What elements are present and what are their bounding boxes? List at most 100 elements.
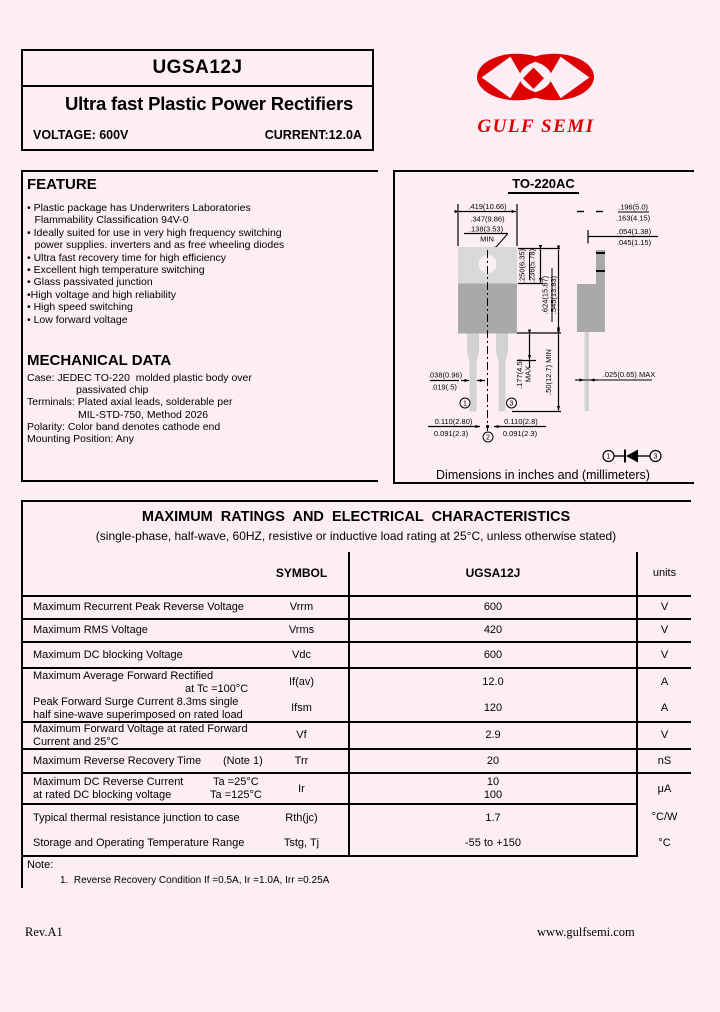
package-caption: Dimensions in inches and (millimeters) <box>436 468 650 482</box>
param: Typical thermal resistance junction to c… <box>33 811 240 824</box>
condition: Ta =25°C <box>213 776 259 789</box>
param: Maximum Forward Voltage at rated Forward… <box>21 722 255 751</box>
col-header-units: units <box>637 552 691 597</box>
unit: V <box>637 722 691 751</box>
product-family: Ultra fast Plastic Power Rectifiers <box>64 93 354 114</box>
dim-hole-dia: .138(3.53) <box>469 225 504 234</box>
mechanical-line: Terminals: Plated axial leads, solderabl… <box>27 396 233 409</box>
dim-pitch-left-max: 0.110(2.80) <box>435 417 473 426</box>
symbol: Vdc <box>255 642 349 669</box>
table-row: Maximum Forward Voltage at rated Forward… <box>21 722 691 751</box>
mechanical-line: Mounting Position: Any <box>27 433 134 446</box>
ratings-title: MAXIMUM RATINGS AND ELECTRICAL CHARACTER… <box>141 509 571 525</box>
unit: nS <box>637 749 691 775</box>
col-header-symbol: SYMBOL <box>255 552 349 597</box>
unit: μA <box>657 783 672 796</box>
dim-tab-thickness-max: .054(1.38) <box>617 227 652 236</box>
pin-1-label: 1 <box>463 401 467 408</box>
ratings-box-left-border <box>21 500 23 888</box>
mechanical-line: passivated chip <box>76 384 149 397</box>
note-label: Note: <box>27 859 54 871</box>
feature-box <box>21 170 378 482</box>
symbol: Vrms <box>255 619 349 643</box>
feature-line: power supplies. inverters and as free wh… <box>34 239 285 252</box>
package-drawing: .419(10.66) .347(9.86) .138(3.53) MIN .2… <box>428 202 662 463</box>
table-row: Storage and Operating Temperature Range … <box>21 830 691 858</box>
value: 120 <box>348 696 638 724</box>
table-row: Typical thermal resistance junction to c… <box>21 804 691 831</box>
dim-hole-qual: MIN <box>480 235 494 244</box>
dim-overall-max: .624(15.87) <box>541 275 550 314</box>
package-title: TO-220AC <box>393 175 694 194</box>
logo-wordmark: GULF SEMI <box>477 116 595 137</box>
dim-pitch-right-max: 0.110(2.8) <box>504 417 538 426</box>
dim-pitch-left-min: 0.091(2.3) <box>434 429 469 438</box>
condition: Ta =125°C <box>210 788 262 801</box>
unit: V <box>637 596 691 620</box>
table-row: Maximum DC blocking Voltage Vdc 600 V <box>21 642 691 669</box>
param: Maximum RMS Voltage <box>21 619 255 643</box>
symbol: Trr <box>255 749 349 775</box>
feature-heading: FEATURE <box>27 176 97 193</box>
gulf-semi-logo-icon <box>477 53 594 101</box>
symbol: If(av) <box>288 676 315 689</box>
param: Maximum Average Forward Rectified at Tc … <box>33 669 249 695</box>
feature-line: • High speed switching <box>27 301 133 314</box>
symbol: Tstg, Tj <box>255 830 349 858</box>
mechanical-list: Case: JEDEC TO-220 molded plastic body o… <box>27 372 252 445</box>
table-row: Maximum Recurrent Peak Reverse Voltage V… <box>21 596 691 620</box>
unit: °C/W <box>651 811 678 824</box>
dim-pitch-right-min: 0.091(2.3) <box>503 429 538 438</box>
unit: A <box>637 696 691 724</box>
dim-lead-width-max: .038(0.96) <box>428 371 463 380</box>
ratings-box-top-border <box>21 500 691 502</box>
dim-thickness-min: .163(4.15) <box>616 214 651 223</box>
symbol: Ifsm <box>255 696 349 724</box>
dim-tab-thickness-min: .045(1.15) <box>617 238 652 247</box>
pin-2-label: 2 <box>486 435 490 442</box>
dim-thickness-max: .196(5.0) <box>618 203 649 212</box>
mechanical-line: Polarity: Color band denotes cathode end <box>27 420 221 433</box>
value: -55 to +150 <box>348 830 638 858</box>
table-row: Maximum Average Forward Rectified at Tc … <box>21 668 691 696</box>
dim-lead-width-min: .019(.5) <box>431 383 457 392</box>
dim-body-width-max: .419(10.66) <box>468 202 507 211</box>
value: 12.0 <box>348 668 638 696</box>
value: 1.7 <box>348 804 638 831</box>
title-box: UGSA12J Ultra fast Plastic Power Rectifi… <box>21 49 374 151</box>
voltage-rating: VOLTAGE: 600V <box>33 128 129 142</box>
value: 420 <box>348 619 638 643</box>
ratings-table: SYMBOL UGSA12J units Maximum Recurrent P… <box>21 552 691 858</box>
value: 2.9 <box>348 722 638 751</box>
param: Maximum DC blocking Voltage <box>21 642 255 669</box>
note-item: 1. Reverse Recovery Condition If =0.5A, … <box>60 875 330 886</box>
feature-line: •High voltage and high reliability <box>27 288 177 301</box>
diode-pin-1: 1 <box>607 454 611 461</box>
table-row: Maximum Reverse Recovery Time(Note 1) Tr… <box>21 749 691 775</box>
param: Maximum Recurrent Peak Reverse Voltage <box>21 596 255 620</box>
mechanical-line: MIL-STD-750, Method 2026 <box>78 408 209 421</box>
feature-line: • Ideally suited for use in very high fr… <box>27 226 282 239</box>
feature-line: • Excellent high temperature switching <box>27 264 205 277</box>
col-header-device: UGSA12J <box>348 552 638 597</box>
package-outline-box <box>393 170 694 484</box>
dim-tab-height-min: .236(5.78) <box>528 248 537 283</box>
symbol: Rth(jc) <box>285 811 318 824</box>
dim-shoulder-len: .177(4.5) <box>515 358 524 389</box>
note-reference: (Note 1) <box>223 755 263 768</box>
feature-line: • Low forward voltage <box>27 313 128 326</box>
revision-label: Rev.A1 <box>25 925 63 939</box>
unit: V <box>637 619 691 643</box>
current-rating: CURRENT:12.0A <box>264 128 362 142</box>
symbol: Vf <box>255 722 349 751</box>
feature-line: • Plastic package has Underwriters Labor… <box>27 202 251 214</box>
table-row: Maximum RMS Voltage Vrms 420 V <box>21 619 691 643</box>
pin-3-label: 3 <box>510 401 514 408</box>
dim-overall-min: .545(13.83) <box>549 275 558 314</box>
dim-lead-length: .50(12.7) MIN <box>544 349 553 395</box>
part-number: UGSA12J <box>23 51 372 87</box>
dim-shoulder-qual: MAX <box>524 366 533 382</box>
